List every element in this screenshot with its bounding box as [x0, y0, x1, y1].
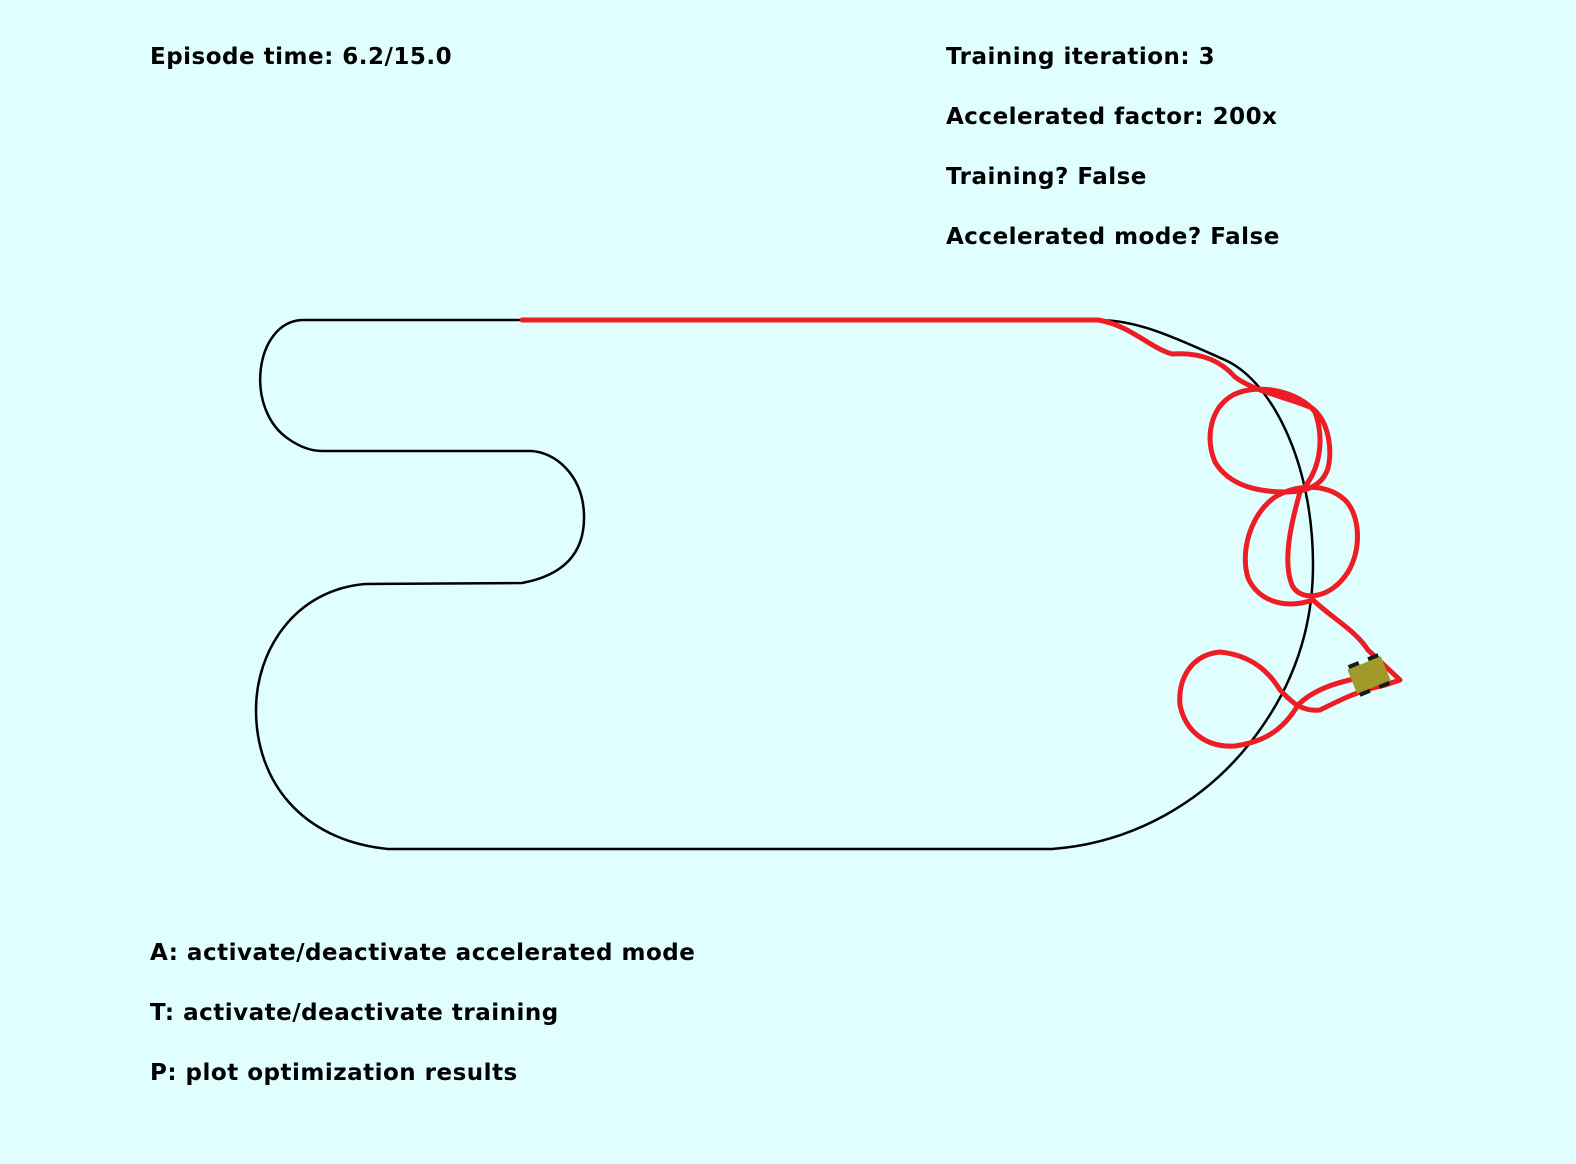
car [1347, 653, 1391, 697]
accelerated-mode-status-label: Accelerated mode? False [946, 224, 1280, 250]
training-key-hint: T: activate/deactivate training [150, 1000, 559, 1026]
plot-key-hint: P: plot optimization results [150, 1060, 518, 1086]
accelerate-key-hint: A: activate/deactivate accelerated mode [150, 940, 696, 966]
accelerated-factor-label: Accelerated factor: 200x [946, 104, 1278, 130]
agent-trajectory [519, 317, 1403, 749]
episode-time-label: Episode time: 6.2/15.0 [150, 44, 453, 70]
training-iteration-label: Training iteration: 3 [946, 44, 1216, 70]
training-status-label: Training? False [946, 164, 1147, 190]
track-outline [254, 318, 1315, 851]
